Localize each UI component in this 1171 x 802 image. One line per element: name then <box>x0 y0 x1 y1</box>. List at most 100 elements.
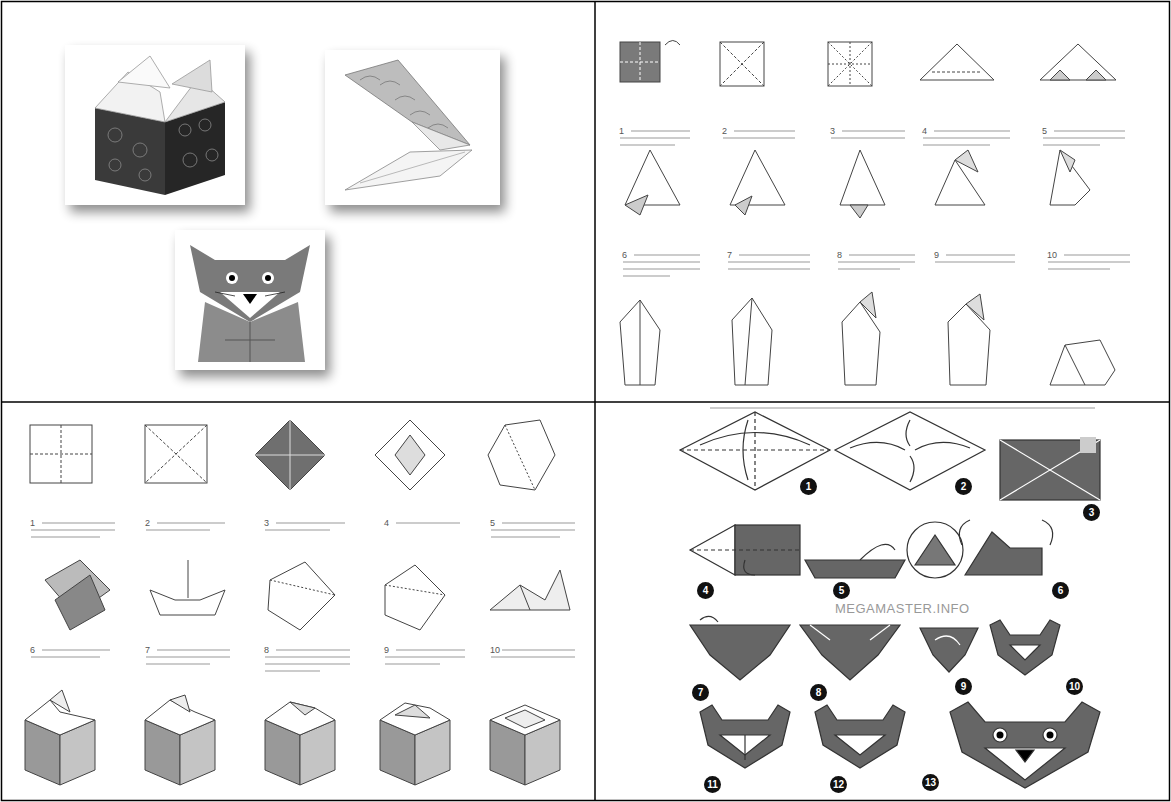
caption-lines <box>631 130 690 132</box>
caption-lines <box>42 649 110 651</box>
caption-lines <box>739 254 810 256</box>
fish-photo <box>410 111 430 115</box>
table-grid <box>594 2 596 801</box>
caption-lines <box>634 254 700 256</box>
caption-lines <box>31 536 100 538</box>
fold-step-figure <box>145 425 207 483</box>
step-number: 3 <box>264 518 269 529</box>
fold-step-figure <box>55 575 105 630</box>
caption-lines <box>42 522 115 524</box>
fold-step-figure <box>1042 520 1053 545</box>
box-photo <box>95 108 165 195</box>
box-photo <box>118 56 170 88</box>
fold-step-figure <box>25 420 570 785</box>
fold-step-figure <box>735 196 752 215</box>
fold-step-figure <box>385 565 445 630</box>
fold-step-figure <box>265 702 335 735</box>
fold-step-figure <box>30 425 92 483</box>
caption-lines <box>1054 130 1125 132</box>
cat-photo <box>265 275 271 281</box>
caption-lines <box>157 522 225 524</box>
caption-lines <box>385 663 440 665</box>
fish-photo <box>345 150 472 190</box>
fold-step-figure <box>997 732 1004 739</box>
caption-lines <box>31 131 1130 671</box>
caption-lines <box>502 649 575 651</box>
cat-photo <box>262 272 274 284</box>
step-number: 5 <box>1042 126 1047 137</box>
fold-step-figure <box>744 735 745 760</box>
fold-step-figure <box>860 544 895 560</box>
caption-lines <box>157 649 230 651</box>
fold-step-figure <box>743 420 748 480</box>
fold-step-figure <box>915 442 970 450</box>
fold-step-figure <box>690 549 800 550</box>
fold-step-figure <box>870 625 890 640</box>
caption-lines <box>146 529 210 531</box>
caption-lines <box>838 261 915 263</box>
fold-step-figure <box>828 42 872 86</box>
fish-photo <box>360 76 380 80</box>
fold-step-figure <box>744 560 755 575</box>
fold-step-figure <box>720 42 764 86</box>
box-photo <box>65 45 245 205</box>
fish-photo <box>360 76 448 128</box>
caption-lines <box>934 130 1010 132</box>
fold-step-figure <box>1050 70 1070 80</box>
step-number: 6 <box>30 645 35 656</box>
cat-photo <box>229 275 235 281</box>
caption-lines <box>385 656 465 658</box>
fold-step-figure <box>850 442 905 450</box>
caption-lines <box>1064 254 1130 256</box>
watermark: MEGAMASTER.INFO <box>835 601 970 616</box>
cat-photo <box>226 272 238 284</box>
fold-step-figure <box>828 42 872 86</box>
box-photo <box>172 60 212 92</box>
fold-step-figure <box>935 160 985 205</box>
step-number: 8 <box>837 250 842 261</box>
fold-step-figure <box>1065 345 1085 385</box>
fold-step-figure <box>815 705 905 768</box>
fold-step-figure <box>754 412 755 490</box>
fold-step-figure <box>505 425 535 490</box>
cat-photo <box>265 292 285 296</box>
fold-step-figure <box>270 580 335 595</box>
step-number: 2 <box>722 126 727 137</box>
fold-step-figure <box>188 560 189 598</box>
caption-lines <box>620 144 675 146</box>
fold-step-figure <box>850 205 868 218</box>
fold-step-figure <box>1050 340 1115 385</box>
fold-step-figure <box>805 560 905 578</box>
caption-lines <box>491 656 575 658</box>
step-number: 3 <box>830 126 835 137</box>
fish-photo <box>325 50 500 205</box>
fold-step-figure <box>395 435 425 475</box>
box-photo <box>206 149 218 161</box>
box-photo <box>108 119 218 181</box>
caption-lines <box>265 670 320 672</box>
fold-step-figure <box>520 585 530 610</box>
box-photo <box>108 128 122 142</box>
fold-step-figure <box>920 44 994 80</box>
fold-step-figure <box>965 532 1042 575</box>
fold-step-figure <box>993 728 1007 742</box>
fold-step-figure <box>620 300 660 385</box>
fold-step-figure <box>290 702 315 715</box>
caption-lines <box>265 656 350 658</box>
fold-step-figure <box>906 420 910 446</box>
fold-step-figure <box>380 703 450 735</box>
fold-step-figure <box>680 408 1100 788</box>
fold-step-figure <box>1047 732 1054 739</box>
caption-lines <box>842 130 905 132</box>
fold-step-figure <box>50 690 70 712</box>
caption-lines <box>1048 268 1110 270</box>
fold-step-figure <box>710 408 1095 409</box>
fish-photo <box>345 60 470 145</box>
fold-step-figure <box>1010 645 1040 660</box>
caption-lines <box>1043 137 1125 139</box>
fold-step-figure <box>268 562 335 630</box>
fold-step-figure <box>950 702 1100 788</box>
fold-step-figure <box>720 42 764 86</box>
fold-step-figure <box>835 735 885 755</box>
